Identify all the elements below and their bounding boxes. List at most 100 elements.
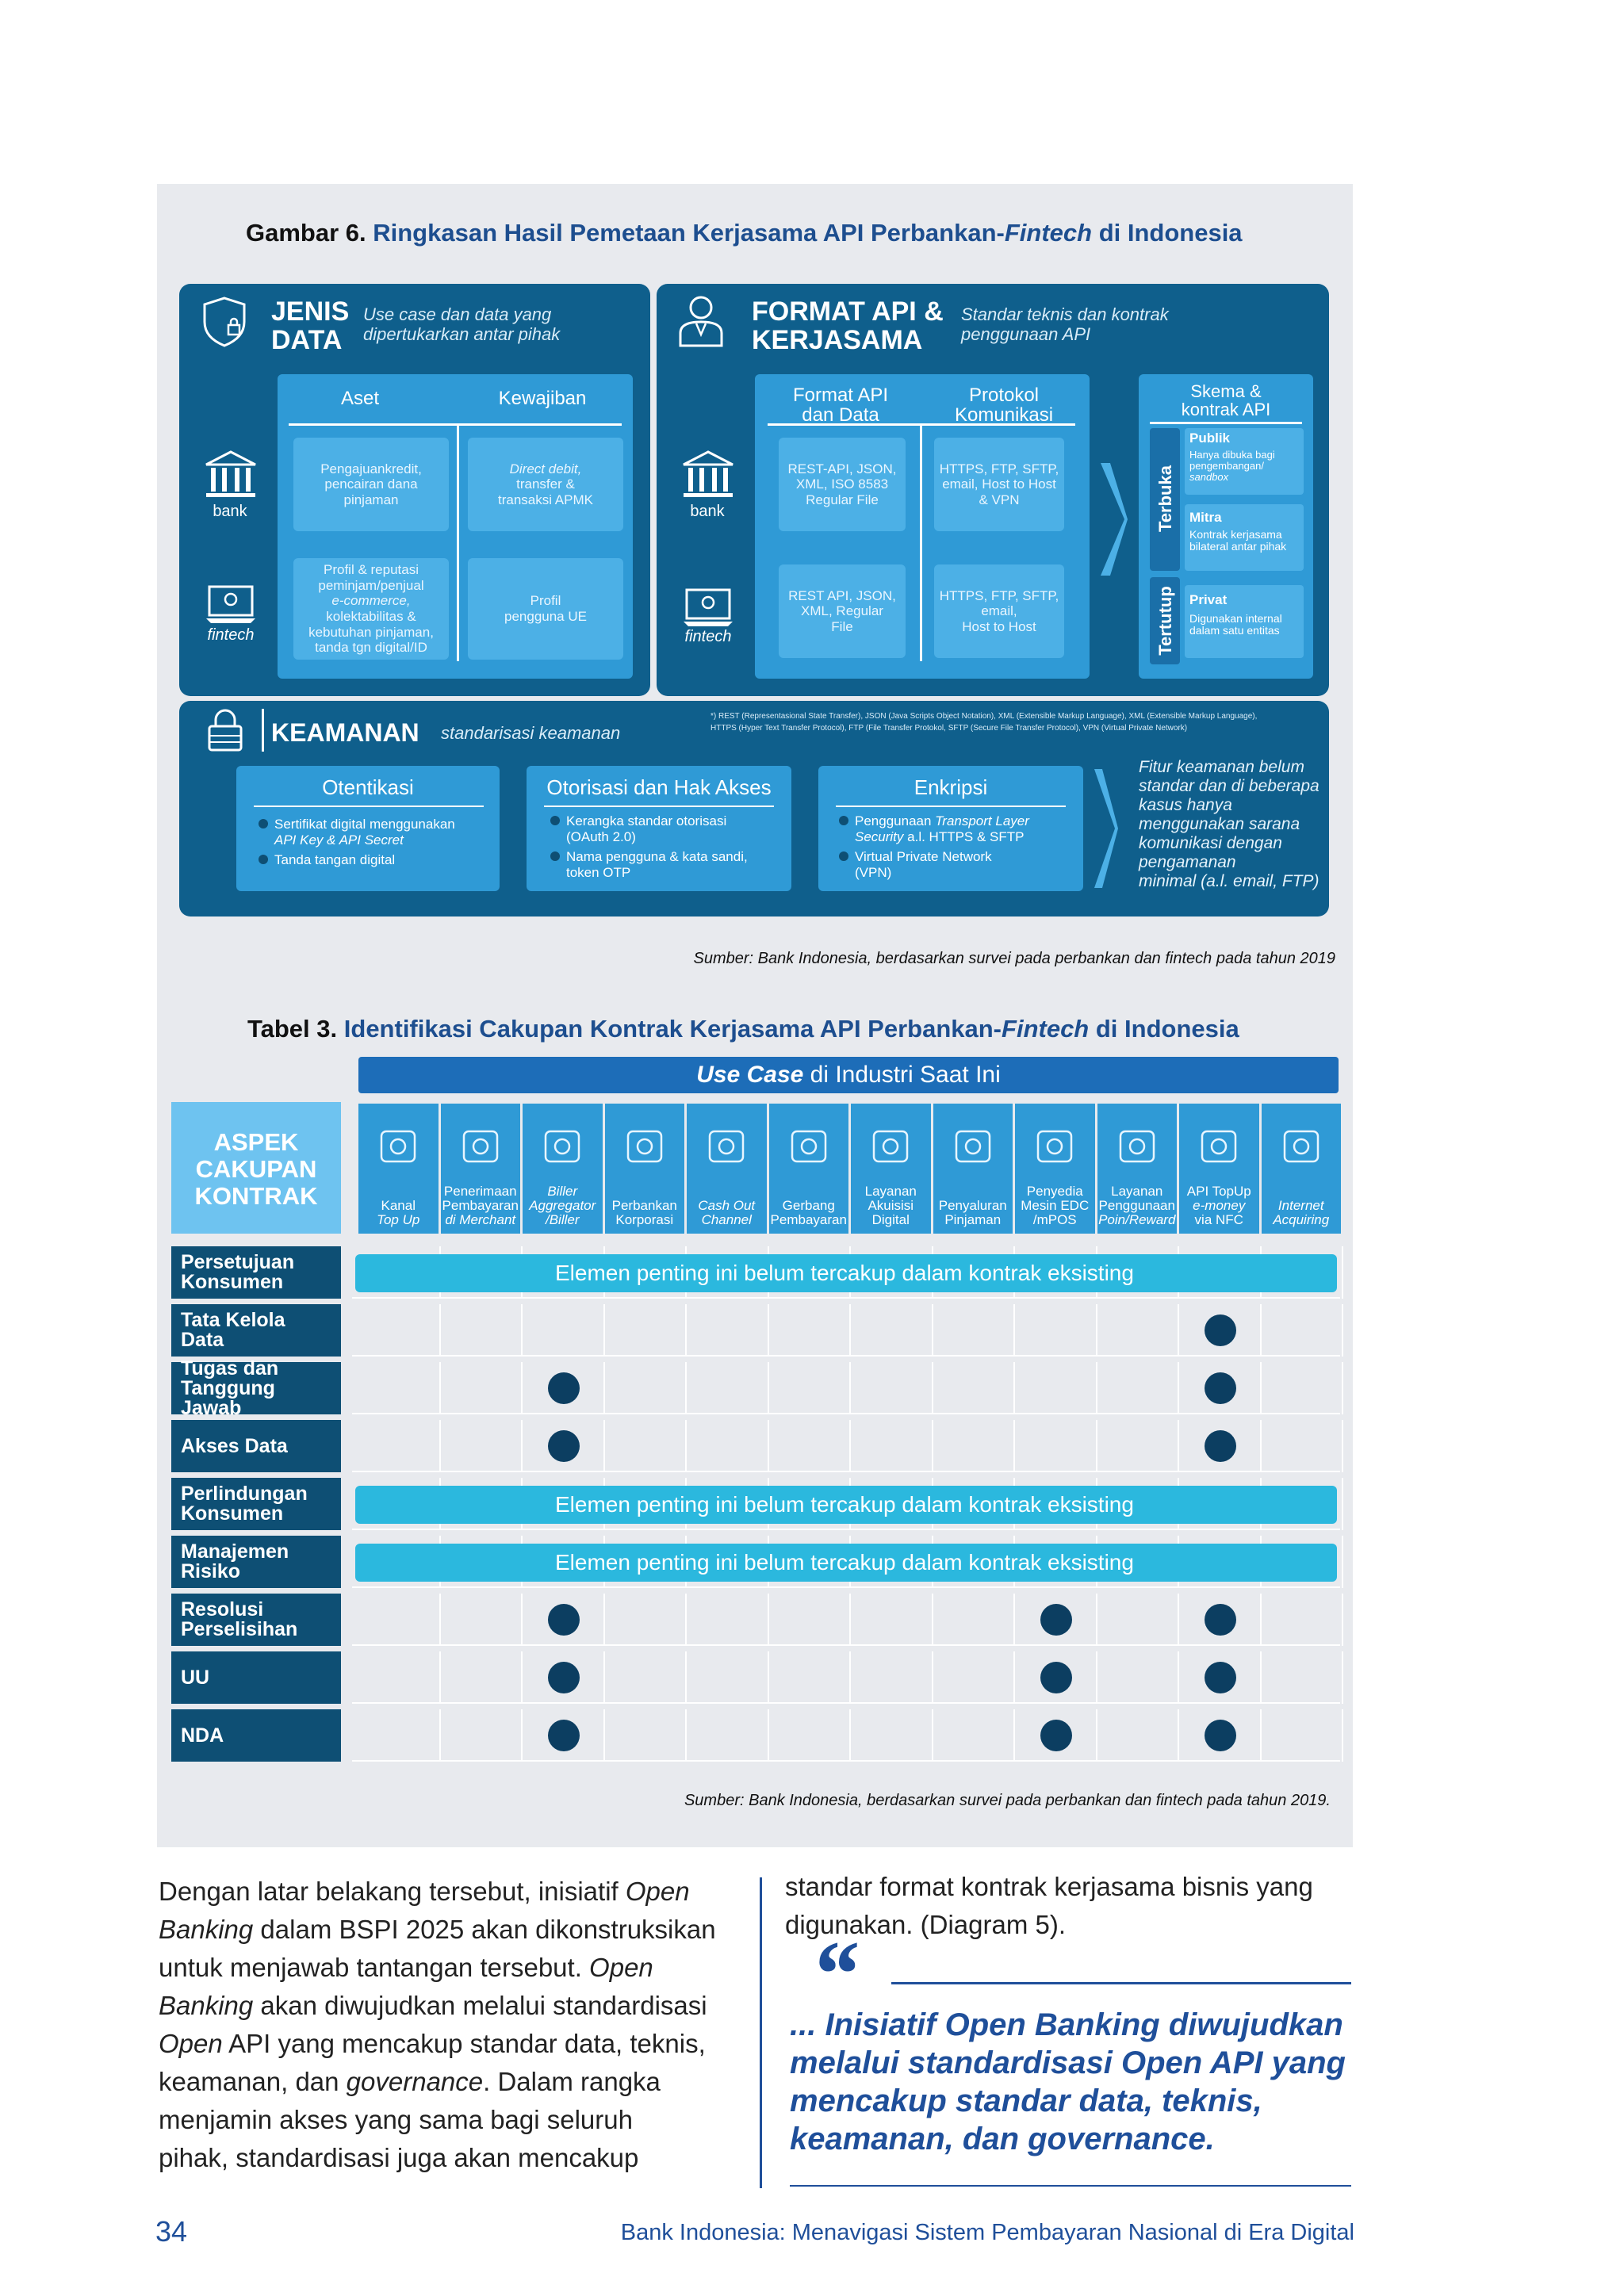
row-label-7: UU (171, 1651, 341, 1704)
enkripsi-title: Enkripsi (914, 775, 988, 799)
coverage-dot (1204, 1372, 1236, 1404)
coins-icon (933, 1121, 1013, 1172)
keamanan-title: KEAMANAN (271, 718, 419, 747)
format-title: FORMAT API &KERJASAMA (752, 297, 944, 355)
footer-title: Bank Indonesia: Menavigasi Sistem Pembay… (620, 2220, 1354, 2245)
body-text-right: standar format kontrak kerjasama bisnis … (785, 1872, 1313, 1939)
body-line: Open API yang mencakup standar data, tek… (159, 2029, 706, 2058)
lock-icon (208, 709, 243, 752)
coverage-dot (1204, 1720, 1236, 1751)
gear-icon (769, 1121, 849, 1172)
otentikasi-title: Otentikasi (322, 775, 414, 799)
page-number: 34 (155, 2215, 188, 2248)
coverage-dot (1040, 1604, 1072, 1636)
phone-icon (1179, 1121, 1259, 1172)
coverage-dot (1040, 1720, 1072, 1751)
terbuka-label: Terbuka (1155, 465, 1175, 532)
coverage-dot (547, 1720, 580, 1751)
coverage-dot (547, 1430, 580, 1462)
quote-mark: “ (810, 1921, 858, 2026)
otorisasi-title: Otorisasi dan Hak Akses (546, 775, 772, 799)
enkripsi-box (818, 766, 1083, 891)
card-protokol-fintech: HTTPS, FTP, SFTP,email,Host to Host (934, 564, 1064, 658)
body-line: untuk menjawab tantangan tersebut. Open (159, 1953, 653, 1982)
coverage-dot (1204, 1662, 1236, 1693)
chevron-right-icon (1101, 463, 1128, 576)
fintech-label-2: fintech (684, 628, 732, 645)
fintech-label: fintech (207, 626, 255, 644)
figure-title: Gambar 6. Ringkasan Hasil Pemetaan Kerja… (246, 219, 1243, 247)
fintech-icon-2 (684, 588, 733, 626)
cart-icon (687, 1121, 767, 1172)
clock-icon (441, 1121, 521, 1172)
people-icon (523, 1121, 603, 1172)
footnote: *) REST (Representasional State Transfer… (710, 712, 1258, 733)
skema-title: Skema &kontrak API (1181, 381, 1271, 420)
otorisasi-list: Kerangka standar otorisasi(OAuth 2.0) Na… (550, 813, 748, 880)
coverage-dot (1204, 1604, 1236, 1636)
keamanan-desc: standarisasi keamanan (441, 723, 621, 743)
coverage-dot (547, 1662, 580, 1693)
column-divider (760, 1877, 762, 2188)
table-row (352, 1651, 1343, 1704)
body-line: menjamin akses yang sama bagi seluruh (159, 2105, 633, 2134)
table-row (352, 1709, 1343, 1762)
row-label-8: NDA (171, 1709, 341, 1762)
target-icon (1097, 1121, 1178, 1172)
table-title: Tabel 3. Identifikasi Cakupan Kontrak Ke… (247, 1015, 1239, 1043)
table-source: Sumber: Bank Indonesia, berdasarkan surv… (684, 1792, 1331, 1809)
col-aset: Aset (340, 388, 380, 409)
body-text-left: Dengan latar belakang tersebut, inisiati… (159, 1873, 745, 2177)
table-row (352, 1420, 1343, 1472)
chevron-right-icon-2 (1094, 769, 1118, 888)
monitor-icon (851, 1121, 931, 1172)
body-line: pihak, standardisasi juga akan mencakup (159, 2143, 639, 2172)
body-line: keamanan, dan governance. Dalam rangka (159, 2067, 661, 2096)
otentikasi-box (236, 766, 500, 891)
card-kewajiban-bank: Direct debit,transfer &transaksi APMK (468, 438, 623, 531)
not-covered-banner: Elemen penting ini belum tercakup dalam … (355, 1486, 1337, 1524)
bank-icon (605, 1121, 685, 1172)
fintech-icon (206, 585, 255, 623)
card-protokol-bank: HTTPS, FTP, SFTP,email, Host to Host& VP… (934, 438, 1064, 531)
shield-icon (203, 297, 246, 347)
bank-label-2: bank (690, 503, 725, 520)
coverage-dot (1040, 1662, 1072, 1693)
not-covered-banner: Elemen penting ini belum tercakup dalam … (355, 1544, 1337, 1582)
globe-icon (1262, 1121, 1342, 1172)
figure-source: Sumber: Bank Indonesia, berdasarkan surv… (693, 950, 1335, 967)
body-line: Banking akan diwujudkan melalui standard… (159, 1991, 707, 2020)
row-label-3: Akses Data (171, 1420, 341, 1472)
pos-icon (1015, 1121, 1095, 1172)
